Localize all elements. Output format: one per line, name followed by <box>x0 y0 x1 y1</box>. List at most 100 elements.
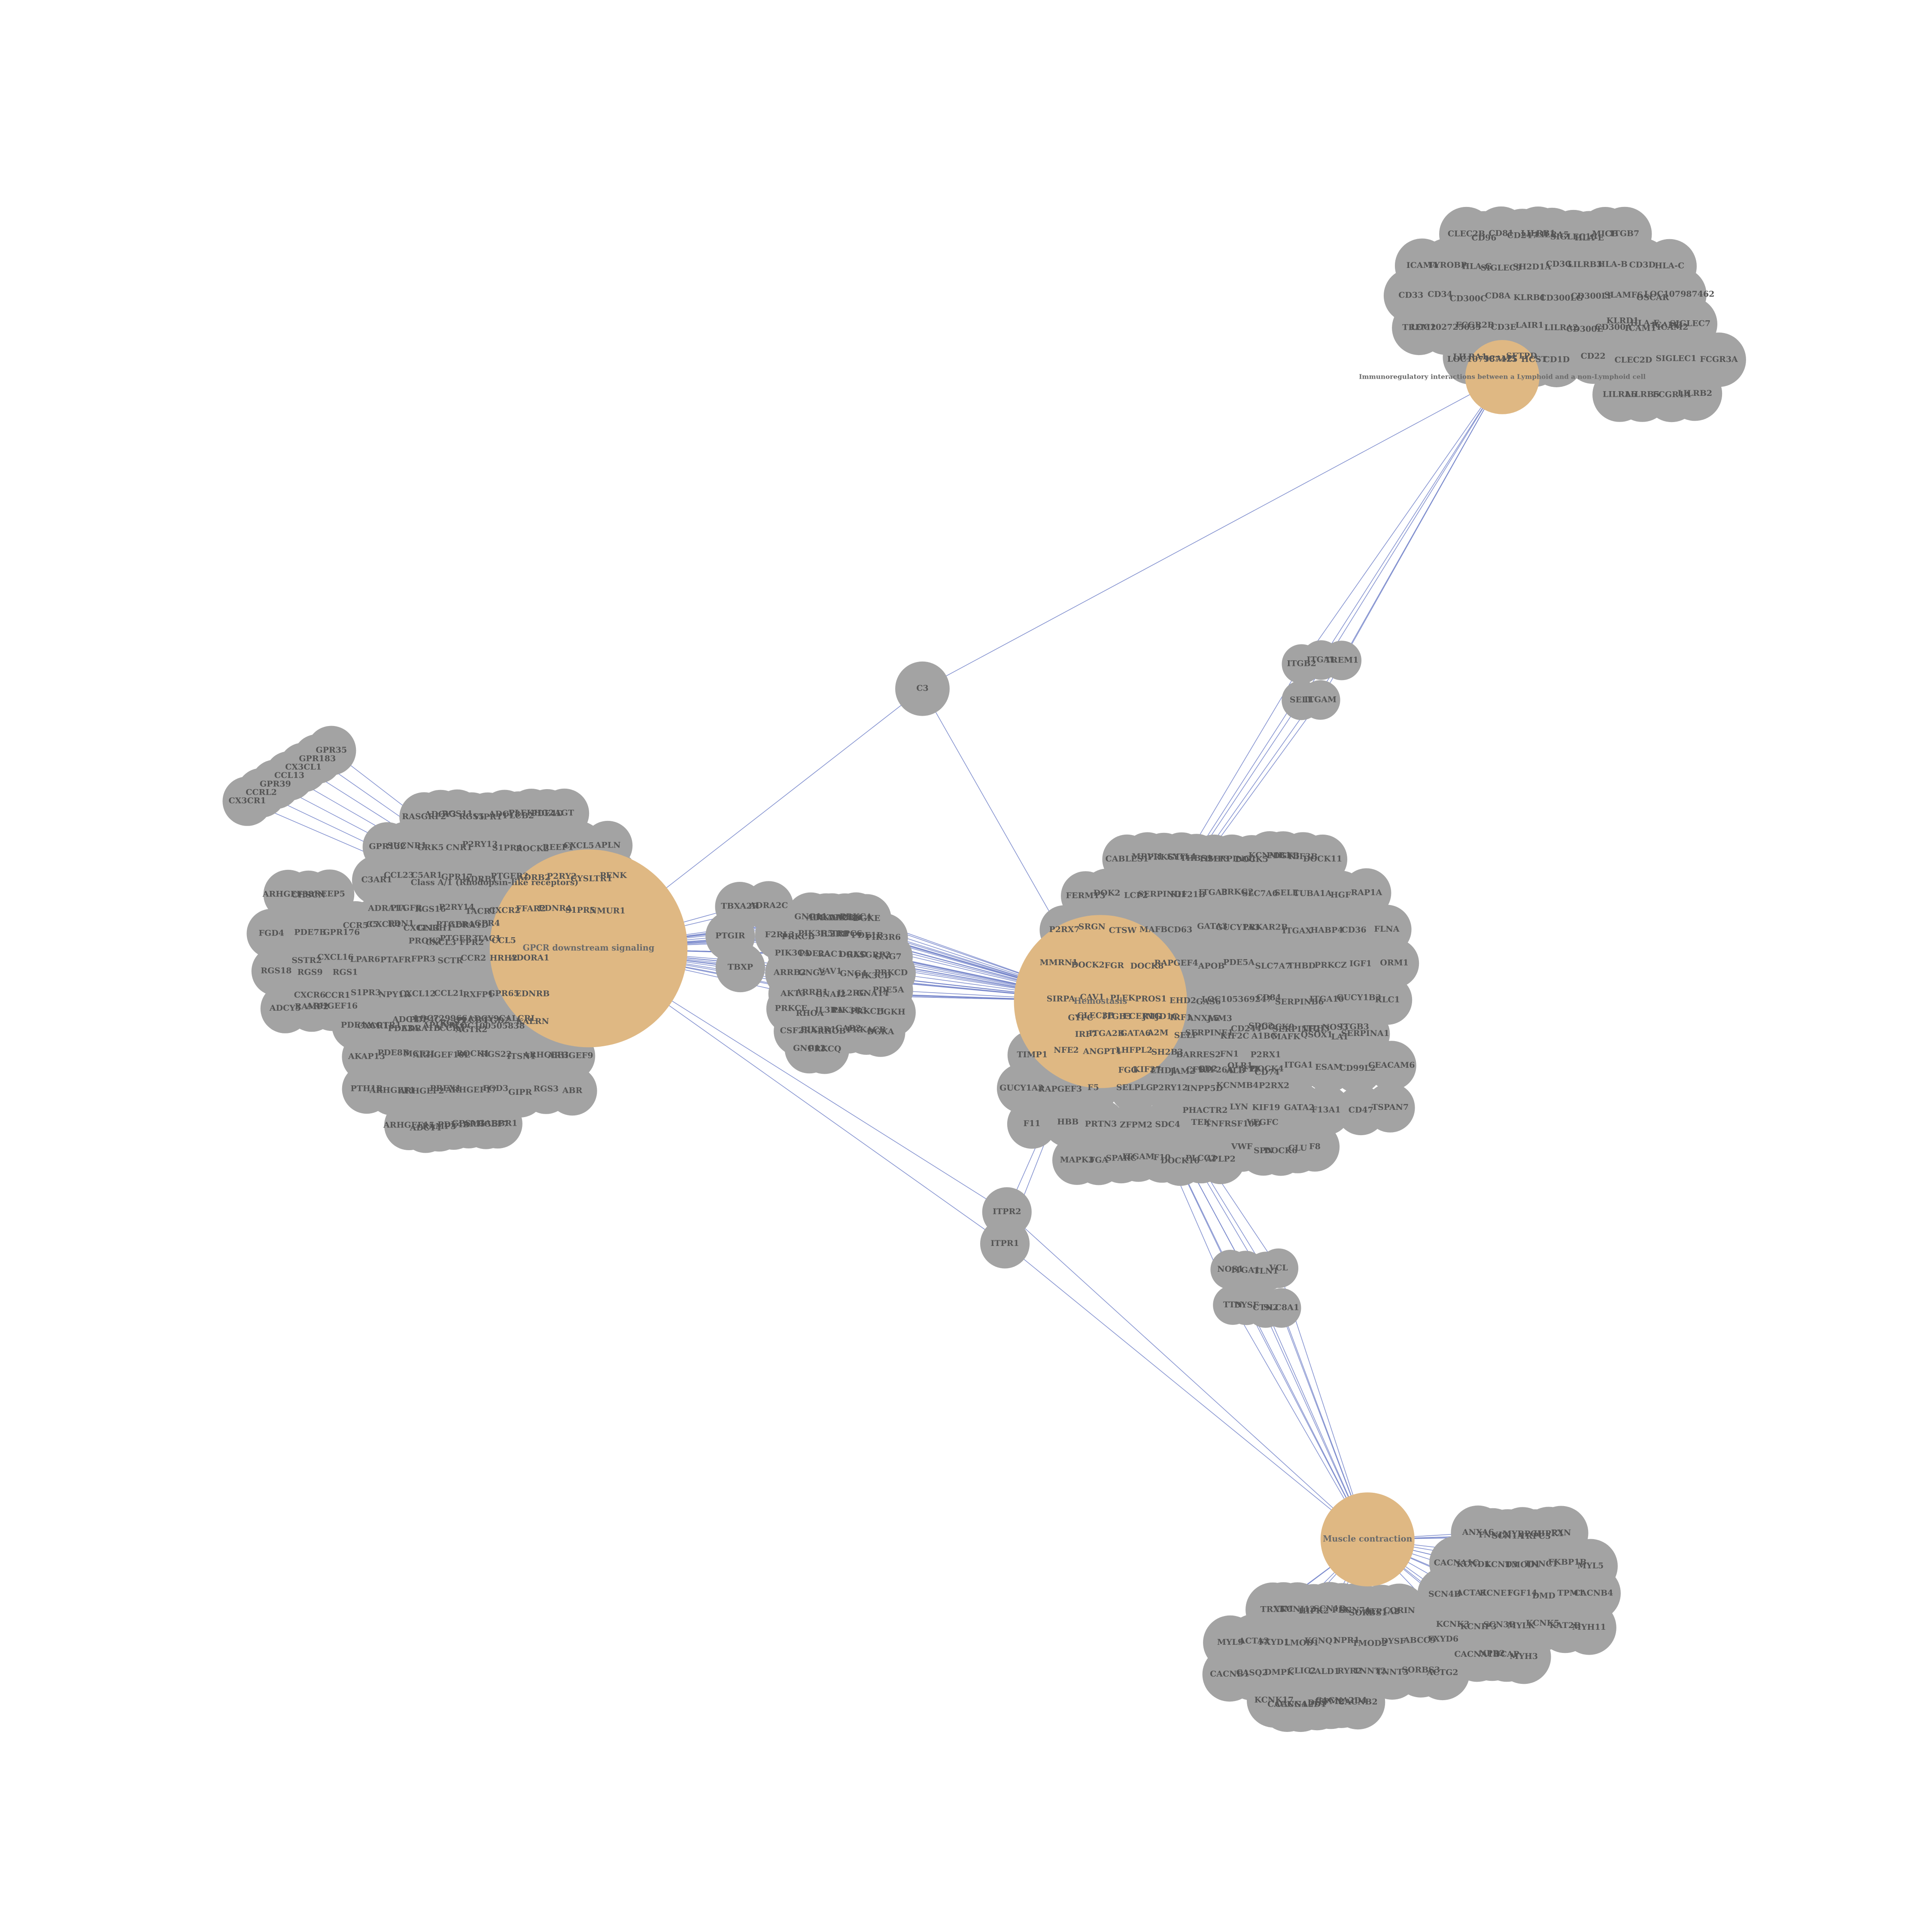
gene-label: LILRB5 <box>1625 389 1660 399</box>
gene-label: TNNI2 <box>1478 1530 1508 1540</box>
gene-label: DOCK4 <box>1250 1064 1284 1073</box>
gene-label: THBD <box>1288 961 1315 970</box>
gene-label: GPR17 <box>441 872 473 882</box>
gene-node[interactable] <box>1321 641 1362 680</box>
gene-label: KCNJ12 <box>1279 1604 1315 1614</box>
gene-label: PLN <box>1332 1605 1351 1615</box>
gene-label: KIF3B <box>1288 852 1318 861</box>
gene-node[interactable] <box>222 776 272 826</box>
gene-node[interactable] <box>305 869 355 919</box>
gene-label: TPM2 <box>1317 1697 1344 1706</box>
gene-label: SELE <box>1274 888 1298 897</box>
gene-label: GNAI2 <box>816 990 846 999</box>
pathway-node-immuno[interactable] <box>1465 340 1540 414</box>
gene-label: ARHGEF1 <box>369 1086 415 1095</box>
gene-label: ITGB3 <box>1102 1012 1132 1021</box>
gene-label: PLCB2 <box>503 811 534 820</box>
gene-label: SPN <box>1254 1146 1273 1155</box>
gene-label: HIPK2 <box>1298 1606 1329 1616</box>
gene-label: EDN1 <box>388 919 414 928</box>
gene-label: KIF27 <box>1133 1065 1161 1074</box>
gene-label: DYSF <box>1234 1300 1259 1309</box>
gene-node[interactable] <box>856 1007 905 1057</box>
gene-label: FGF14 <box>1507 1589 1537 1598</box>
gene-label: ADCY3 <box>425 809 456 819</box>
gene-node[interactable] <box>1496 1629 1551 1684</box>
gene-label: IL2RG <box>837 988 866 998</box>
gene-label: NOS1 <box>1217 1264 1243 1274</box>
gene-node[interactable] <box>1007 1099 1057 1149</box>
gene-label: FCER1G <box>1123 1012 1161 1021</box>
gene-label: CD300A <box>1595 322 1632 332</box>
gene-label: GAS6 <box>1196 997 1221 1006</box>
gene-node[interactable] <box>473 1099 522 1149</box>
gene-label: GNG7 <box>875 952 902 961</box>
pathway-node-muscle[interactable] <box>1320 1492 1415 1587</box>
gene-node[interactable] <box>1370 939 1419 988</box>
pathway-label-hemo: Hemostasis <box>1074 996 1127 1006</box>
gene-label: RASGRF2 <box>402 812 446 821</box>
gene-node[interactable] <box>800 1024 850 1074</box>
gene-label: SRGN <box>1078 922 1106 932</box>
gene-label: PDE3A <box>388 1024 419 1033</box>
gene-label: SCN7A <box>1340 1605 1371 1615</box>
gene-node[interactable] <box>246 908 296 958</box>
gene-node[interactable] <box>1258 1248 1299 1288</box>
gene-label: GNG11 <box>794 912 827 921</box>
gene-node[interactable] <box>547 1066 597 1116</box>
gene-label: INPP5D <box>1187 1084 1223 1093</box>
gene-label: GPR132 <box>369 842 406 851</box>
gene-node[interactable] <box>1290 1122 1340 1172</box>
gene-node[interactable] <box>307 981 357 1031</box>
gene-label: CALD1 <box>1308 1667 1340 1676</box>
gene-label: RGS11 <box>442 809 473 818</box>
gene-label: EDNRA <box>538 904 572 913</box>
gene-node[interactable] <box>895 661 950 716</box>
gene-label: PRKG2 <box>1221 887 1254 897</box>
gene-label: VIM <box>1273 1604 1293 1614</box>
gene-node[interactable] <box>715 942 765 993</box>
gene-node[interactable] <box>1145 1063 1195 1113</box>
gene-node[interactable] <box>1261 1288 1301 1328</box>
gene-node[interactable] <box>1668 366 1722 421</box>
gene-label: LOC107987425 <box>1447 355 1518 364</box>
gene-label: SLC7A7 <box>1255 961 1291 971</box>
gene-label: SCN4B <box>1428 1589 1461 1599</box>
gene-label: CD84 <box>1256 993 1281 1002</box>
gene-node[interactable] <box>1367 1041 1416 1091</box>
gene-label: CD63 <box>1167 925 1192 935</box>
gene-label: FXYD1 <box>1258 1637 1289 1647</box>
gene-label: CD247 <box>1507 231 1537 240</box>
pathway-node-gpcr[interactable] <box>489 849 688 1048</box>
gene-cluster-title: Class A/1 (Rhodopsin-like receptors) <box>411 878 579 887</box>
gene-node[interactable] <box>1415 1646 1470 1701</box>
gene-label: SELL <box>1290 695 1313 705</box>
gene-node[interactable] <box>1342 868 1391 918</box>
gene-label: DOCK9 <box>1261 1022 1294 1032</box>
gene-label: GPSM1 <box>452 1118 486 1128</box>
gene-label: FPR3 <box>411 954 436 964</box>
gene-node[interactable] <box>1365 1083 1415 1133</box>
gene-label: TAC1 <box>477 934 501 943</box>
gene-node[interactable] <box>980 1219 1030 1269</box>
gene-node[interactable] <box>1562 1600 1616 1655</box>
gene-label: SIGLEC1 <box>1656 354 1696 363</box>
pathway-node-hemo[interactable] <box>1014 915 1187 1088</box>
gene-label: ARRB1 <box>795 987 828 997</box>
gene-node[interactable] <box>1330 1002 1379 1052</box>
gene-node[interactable] <box>1331 1675 1385 1730</box>
gene-label: LOC107987462 <box>1644 289 1714 299</box>
gene-node[interactable] <box>316 908 366 957</box>
gene-label: LAT <box>1331 1032 1349 1042</box>
gene-label: RAMP3 <box>422 1122 456 1131</box>
gene-label: CD22 <box>1581 352 1606 361</box>
gene-label: KCND1 <box>1456 1559 1490 1569</box>
gene-node[interactable] <box>1566 329 1621 384</box>
gene-node[interactable] <box>1300 680 1340 720</box>
gene-label: KLC1 <box>1375 995 1400 1004</box>
gene-label: OLR1 <box>1227 1061 1253 1070</box>
gene-label: LILRB3 <box>1567 260 1602 269</box>
gene-label: F10 <box>1154 1153 1171 1162</box>
gene-label: CX3CL1 <box>285 762 322 772</box>
